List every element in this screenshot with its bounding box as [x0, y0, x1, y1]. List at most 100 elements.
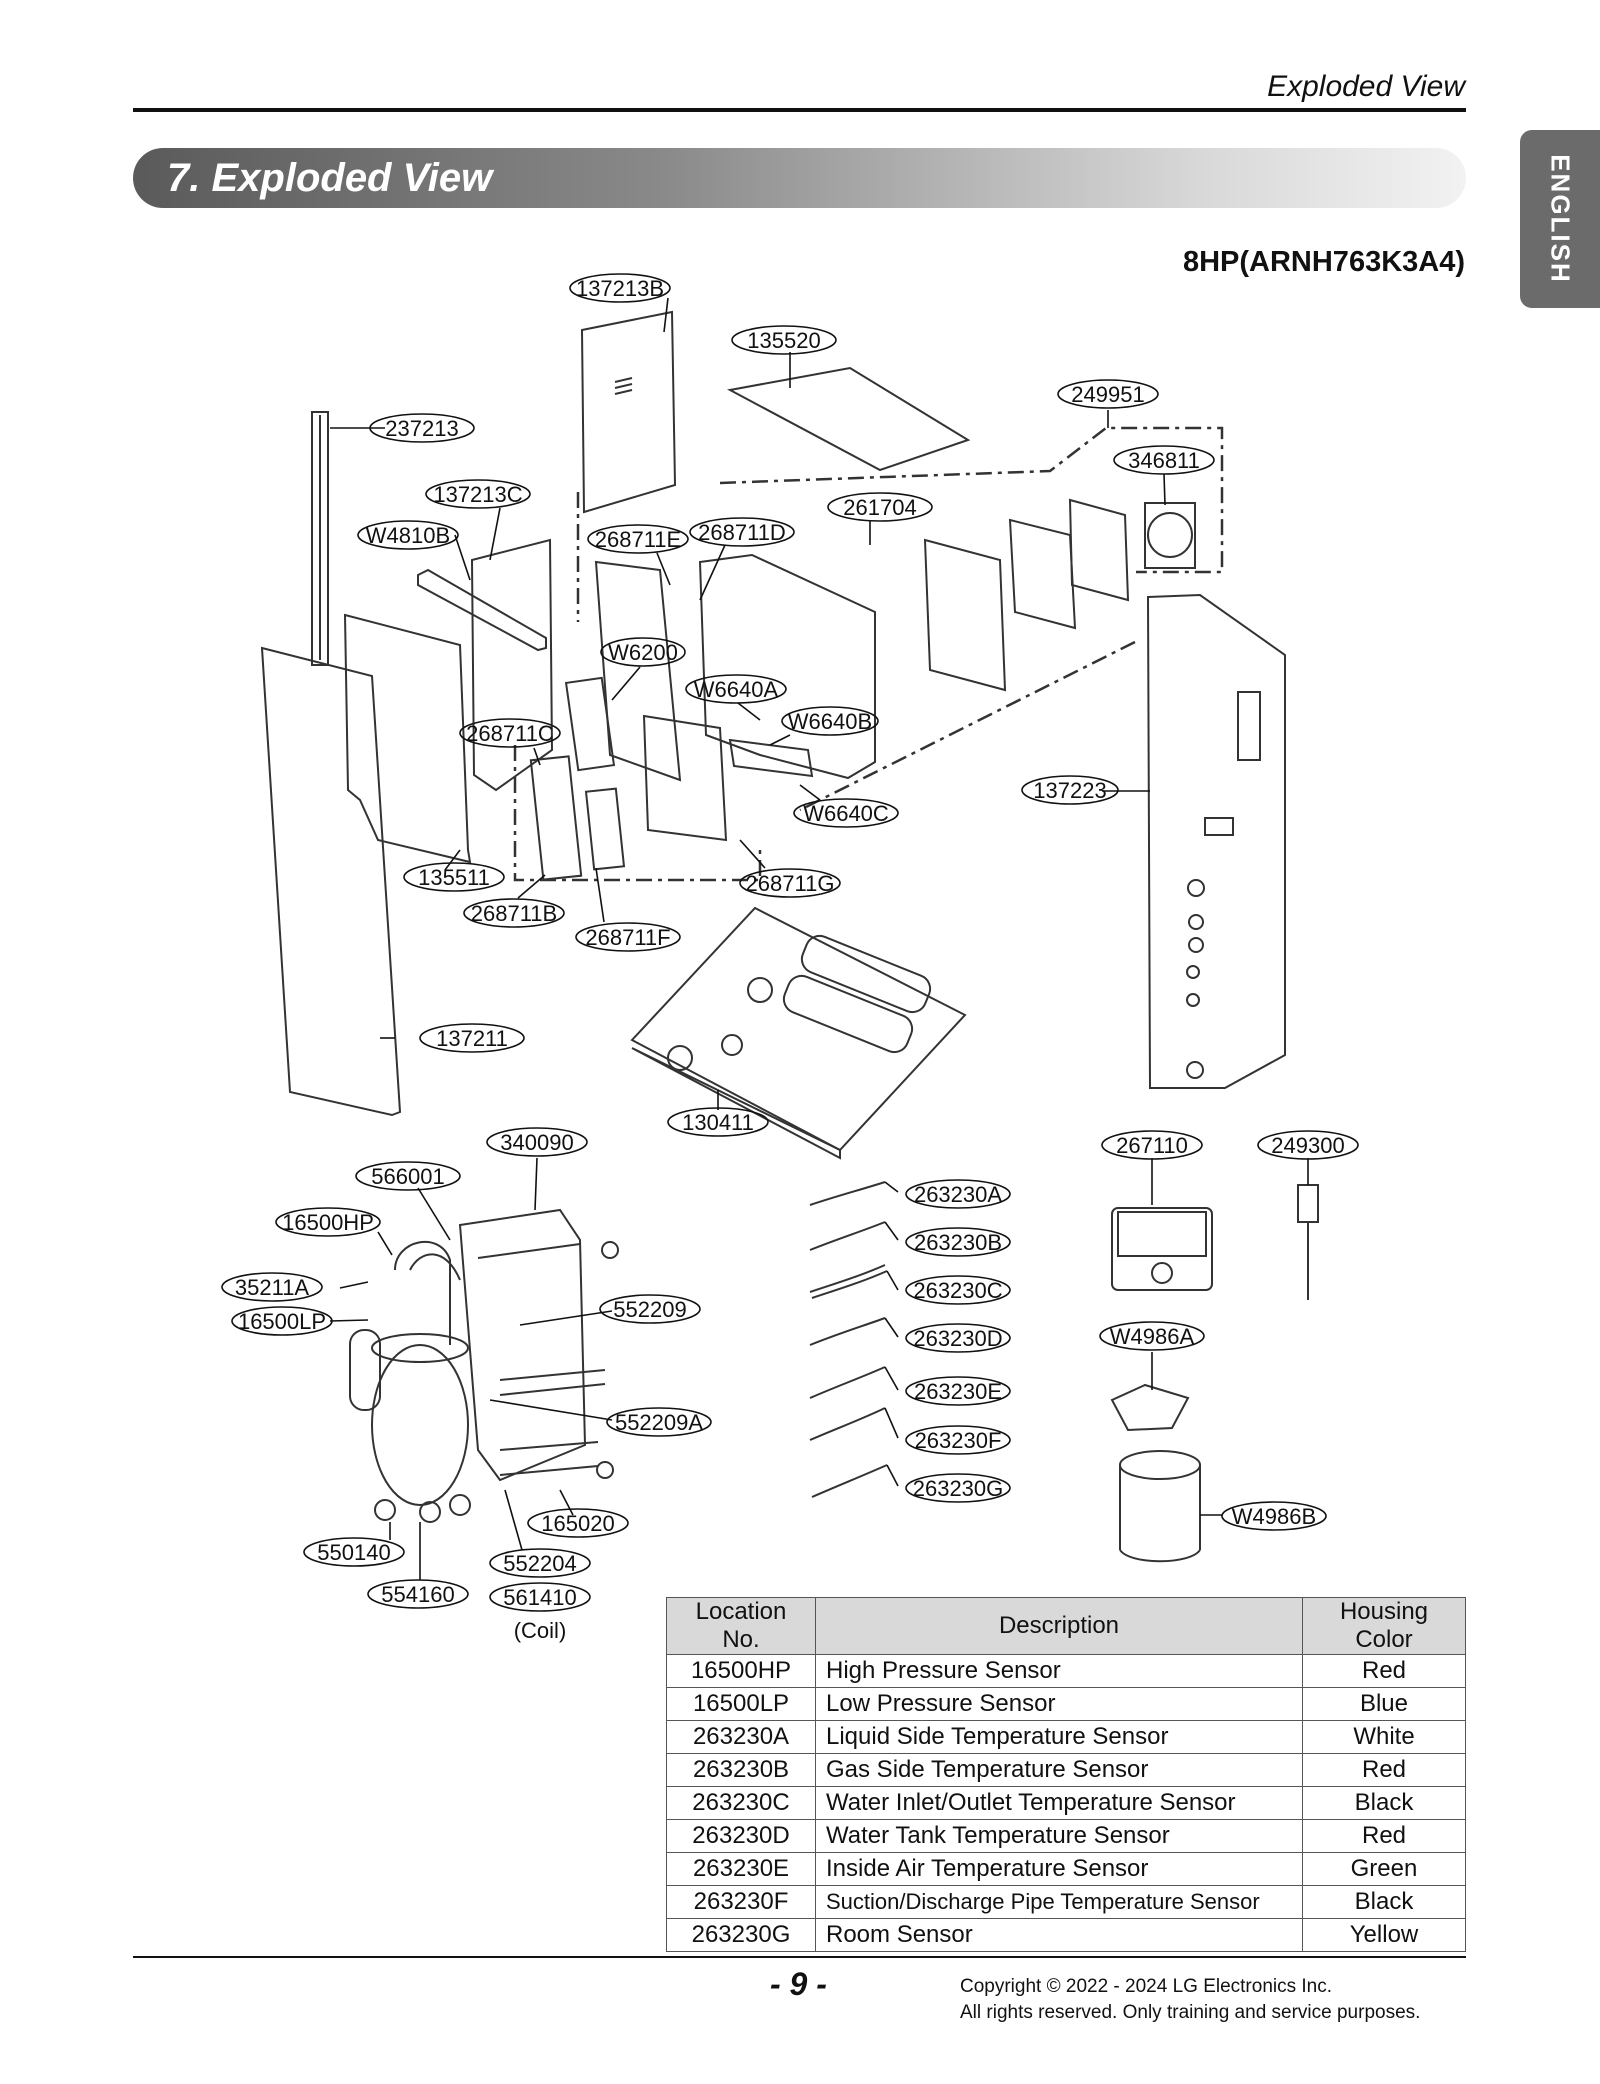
callout-W6640C: W6640C [793, 798, 899, 828]
model-label: 8HP(ARNH763K3A4) [1182, 246, 1465, 278]
svg-text:561410: 561410 [503, 1585, 576, 1610]
svg-text:550140: 550140 [317, 1540, 390, 1565]
callout-552209A: 552209A [606, 1407, 712, 1437]
fan-frame [1008, 518, 1077, 630]
callout-W6200: W6200 [600, 637, 686, 667]
callout-268711E: 268711E [587, 524, 689, 554]
callout-137213B: 137213B [569, 273, 671, 303]
table-cell: 263230E [666, 1852, 816, 1886]
svg-text:249300: 249300 [1271, 1133, 1344, 1158]
table-cell: 263230B [666, 1753, 816, 1787]
svg-text:W6640B: W6640B [788, 709, 872, 734]
table-header: Description [815, 1597, 1303, 1655]
callout-249951: 249951 [1057, 379, 1159, 409]
callout-249300: 249300 [1257, 1130, 1359, 1160]
svg-text:554160: 554160 [381, 1582, 454, 1607]
callout-130411: 130411 [667, 1107, 769, 1137]
svg-text:263230E: 263230E [914, 1379, 1002, 1404]
table-cell: 263230A [666, 1720, 816, 1754]
coil-note: (Coil) [514, 1618, 567, 1643]
table-cell: 263230G [666, 1918, 816, 1952]
table-cell: 16500HP [666, 1654, 816, 1688]
table-cell: Black [1302, 1786, 1466, 1820]
callout-268711C: 268711C [459, 718, 561, 748]
page-number: - 9 - [770, 1966, 827, 2002]
compressor [371, 1344, 469, 1506]
table-cell: 263230F [666, 1885, 816, 1919]
table-cell: 16500LP [666, 1687, 816, 1721]
base-pan [630, 906, 967, 1152]
svg-text:130411: 130411 [682, 1110, 754, 1135]
callout-W6640B: W6640B [781, 706, 879, 736]
table-cell: Water Tank Temperature Sensor [815, 1819, 1303, 1853]
footer-rule [133, 1956, 1466, 1958]
sensor-table: Location No. Description Housing Color 1… [666, 1597, 1466, 1952]
callout-16500HP: 16500HP [275, 1207, 381, 1237]
table-cell: Green [1302, 1852, 1466, 1886]
pcb-268711f [584, 787, 626, 871]
control-box [698, 553, 876, 780]
callout-135511: 135511 [403, 862, 505, 892]
callout-263230B: 263230B [905, 1227, 1011, 1257]
svg-text:137223: 137223 [1033, 778, 1106, 803]
callout-267110: 267110 [1101, 1130, 1203, 1160]
cross-bar [417, 568, 547, 652]
callout-554160: 554160 [367, 1579, 469, 1609]
svg-text:261704: 261704 [843, 495, 916, 520]
svg-text:346811: 346811 [1128, 448, 1200, 473]
table-cell: Red [1302, 1819, 1466, 1853]
callout-263230A: 263230A [905, 1179, 1011, 1209]
callout-137211: 137211 [419, 1023, 525, 1053]
svg-text:552209A: 552209A [615, 1410, 703, 1435]
svg-text:552209: 552209 [613, 1297, 686, 1322]
svg-text:135520: 135520 [747, 328, 820, 353]
copyright-line: All rights reserved. Only training and s… [960, 2002, 1421, 2023]
terminal-block [728, 738, 814, 778]
sensor-clip [1110, 1383, 1190, 1432]
callout-35211A: 35211A [221, 1272, 323, 1302]
callout-263230C: 263230C [905, 1275, 1011, 1305]
side-panel [470, 538, 554, 792]
table-cell: High Pressure Sensor [815, 1654, 1303, 1688]
accumulator [349, 1329, 381, 1411]
table-cell: Room Sensor [815, 1918, 1303, 1952]
callout-263230G: 263230G [905, 1473, 1011, 1503]
pcb-w6200 [564, 676, 616, 772]
section-title: 7. Exploded View [167, 156, 493, 200]
svg-text:165020: 165020 [541, 1511, 614, 1536]
table-cell: Gas Side Temperature Sensor [815, 1753, 1303, 1787]
table-cell: Red [1302, 1753, 1466, 1787]
svg-text:268711D: 268711D [698, 520, 786, 545]
table-header: Location No. [666, 1597, 816, 1655]
callout-340090: 340090 [486, 1127, 588, 1157]
svg-text:W4986A: W4986A [1110, 1324, 1195, 1349]
callout-268711F: 268711F [575, 922, 681, 952]
table-cell: White [1302, 1720, 1466, 1754]
svg-text:263230G: 263230G [913, 1476, 1004, 1501]
svg-text:267110: 267110 [1116, 1133, 1188, 1158]
svg-text:W4986B: W4986B [1232, 1504, 1316, 1529]
callout-561410: 561410 [489, 1582, 591, 1612]
table-cell: Yellow [1302, 1918, 1466, 1952]
rear-panel [580, 310, 677, 514]
svg-text:16500HP: 16500HP [282, 1210, 374, 1235]
callout-268711D: 268711D [689, 517, 795, 547]
callout-W4810B: W4810B [357, 520, 459, 550]
callout-137223: 137223 [1021, 775, 1119, 805]
callout-263230F: 263230F [905, 1425, 1011, 1455]
callout-263230D: 263230D [905, 1323, 1011, 1353]
svg-text:W6200: W6200 [608, 640, 678, 665]
svg-text:137213C: 137213C [433, 482, 522, 507]
svg-text:268711G: 268711G [746, 871, 835, 896]
callout-566001: 566001 [355, 1161, 461, 1191]
fan-filter [1068, 498, 1130, 602]
callout-W6640A: W6640A [685, 674, 787, 704]
svg-text:268711C: 268711C [466, 721, 554, 746]
